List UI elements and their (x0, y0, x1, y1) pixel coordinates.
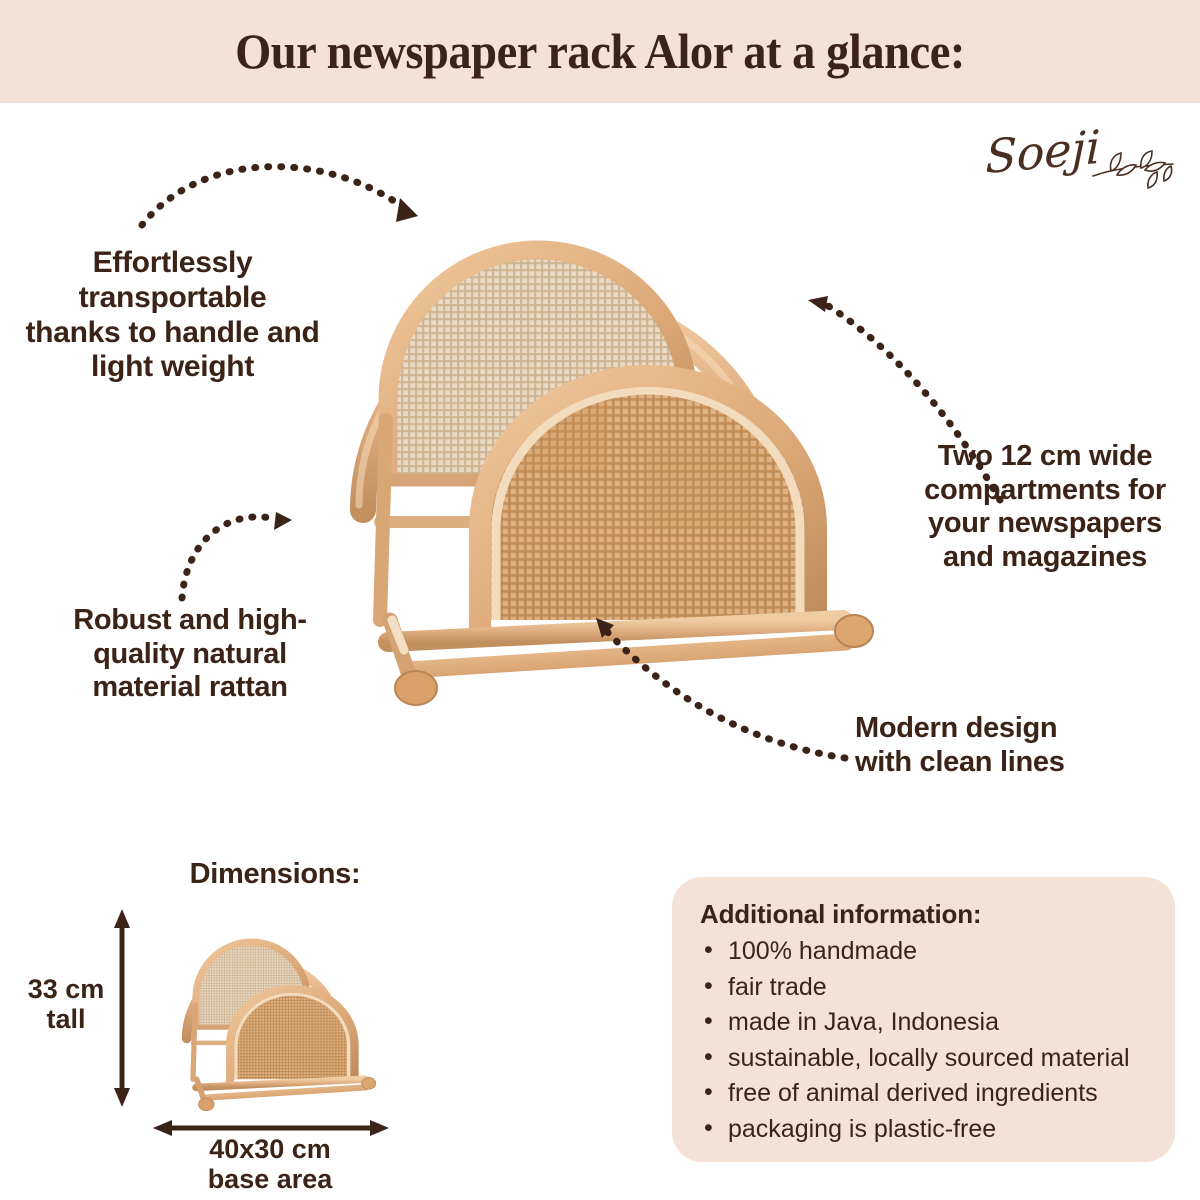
callout-compartments-line-3: your newspapers (927, 507, 1163, 540)
dimension-base-value: 40x30 cm (209, 1134, 331, 1164)
callout-compartments-line-1: Two 12 cm wide (937, 440, 1153, 472)
callout-transportable-line-3: light weight (90, 350, 255, 384)
dimension-base-label: 40x30 cm base area (135, 1134, 405, 1194)
additional-information-title: Additional information: (700, 899, 982, 929)
callout-compartments: Two 12 cm wide compartments for your new… (900, 440, 1190, 575)
callout-design: Modern design with clean lines (855, 712, 1105, 779)
callout-design-line-2: with clean lines (855, 745, 1065, 778)
arrow-material (178, 513, 276, 602)
callout-compartments-line-4: and magazines (943, 540, 1147, 573)
callout-material: Robust and high- quality natural materia… (45, 604, 335, 705)
list-item: sustainable, locally sourced material (698, 1040, 1149, 1077)
list-item: fair trade (698, 969, 1149, 1006)
page-title: Our newspaper rack Alor at a glance: (235, 23, 965, 79)
header-band (0, 0, 1200, 103)
list-item: made in Java, Indonesia (698, 1004, 1149, 1041)
product-photo-dimensions (181, 938, 377, 1112)
callout-material-line-1: Robust and high- (73, 604, 307, 636)
callout-transportable-line-2: thanks to handle and (25, 315, 320, 349)
dimension-base-unit: base area (207, 1164, 333, 1195)
callout-design-line-1: Modern design (855, 712, 1058, 744)
leafy-branch-icon (1092, 150, 1174, 190)
dimensions-title: Dimensions: (189, 858, 361, 890)
additional-information-list: 100% handmade fair trade made in Java, I… (698, 933, 1149, 1148)
list-item: free of animal derived ingredients (698, 1075, 1149, 1112)
callout-material-line-3: material rattan (92, 671, 288, 704)
callout-material-line-2: quality natural (93, 637, 287, 670)
list-item: packaging is plastic-free (698, 1111, 1149, 1148)
product-photo-main (350, 240, 874, 706)
additional-information-box: Additional information: 100% handmade fa… (672, 877, 1175, 1162)
callout-compartments-line-2: compartments for (924, 473, 1166, 506)
dimension-height-unit: tall (46, 1004, 86, 1035)
dimension-height-label: 33 cm tall (18, 974, 114, 1034)
callout-transportable: Effortlessly transportable thanks to han… (0, 246, 345, 385)
list-item: 100% handmade (698, 933, 1149, 970)
brand-logo: Soeji (985, 120, 1185, 208)
callout-transportable-line-1: Effortlessly transportable (78, 246, 267, 314)
dimension-height-value: 33 cm (27, 974, 105, 1004)
